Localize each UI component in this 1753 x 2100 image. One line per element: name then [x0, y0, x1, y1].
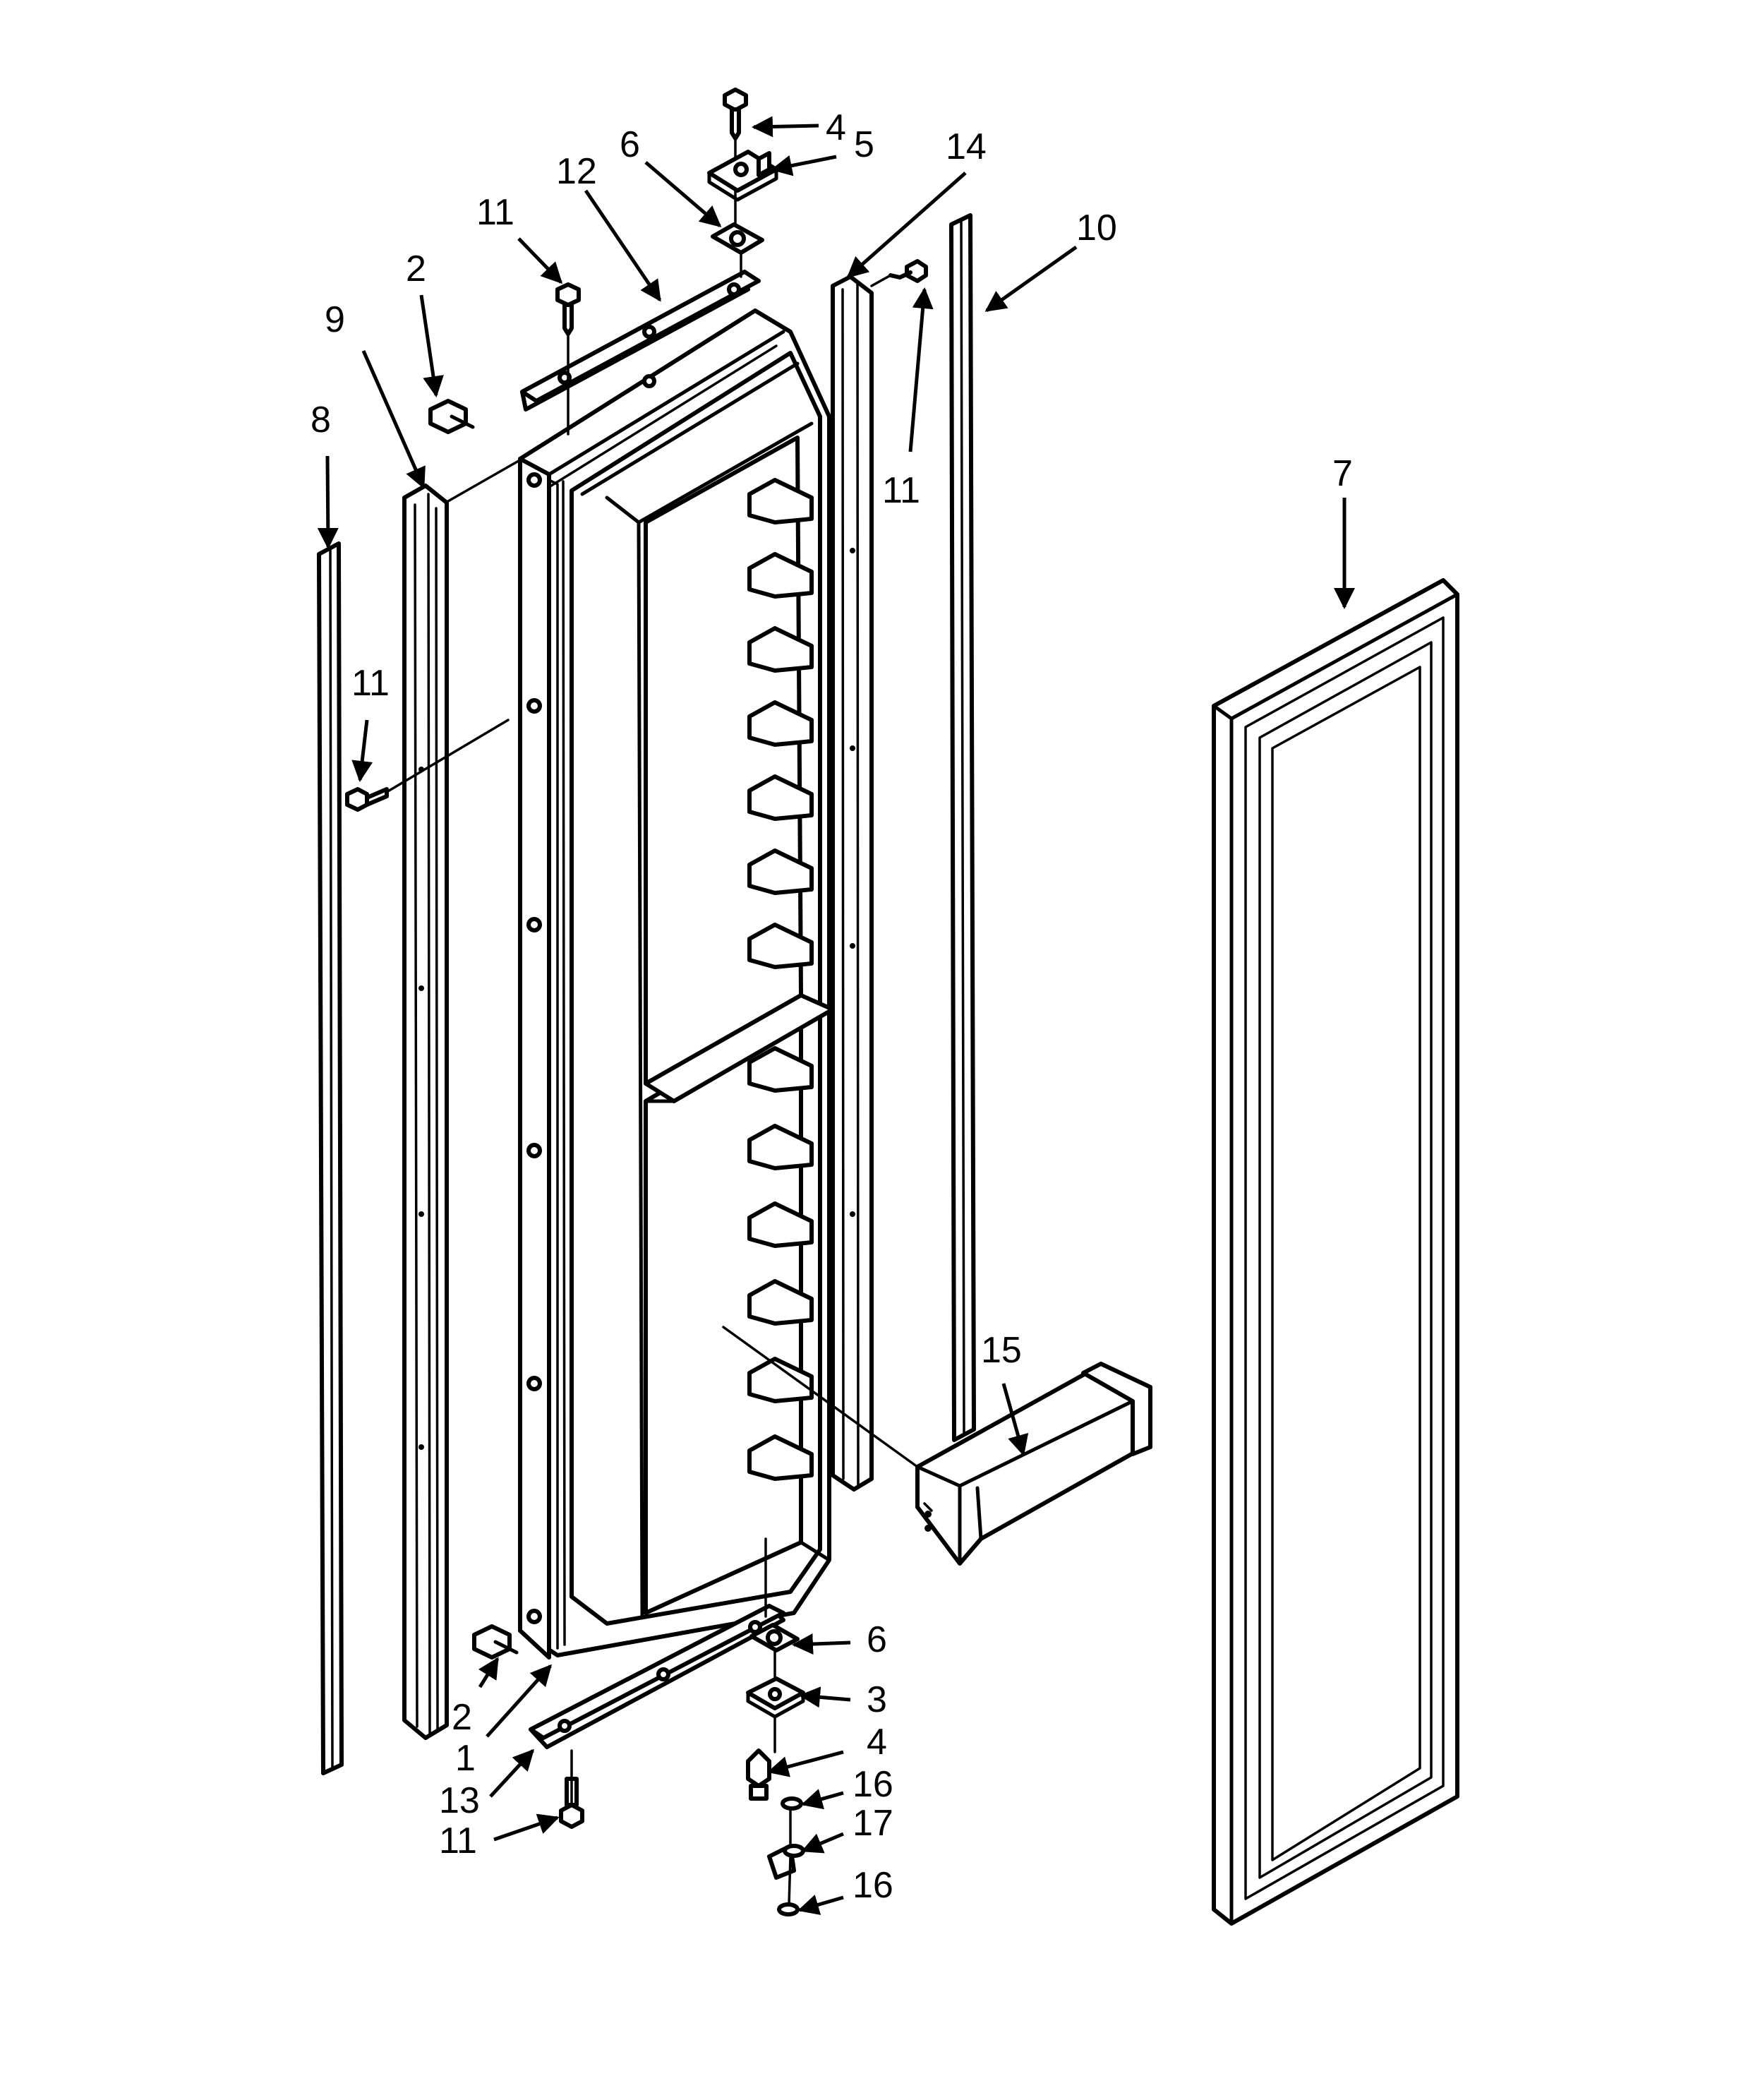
part-6-top-spacer — [711, 222, 764, 255]
callout-1: 1 — [455, 1738, 476, 1779]
callout-4-bottom: 4 — [867, 1722, 887, 1763]
part-15-door-bin — [915, 1362, 1152, 1566]
part-3-bottom-hinge — [746, 1676, 805, 1719]
part-13-bottom-bracket — [529, 1604, 785, 1749]
callout-11-right: 11 — [882, 470, 920, 511]
callout-5: 5 — [854, 124, 874, 165]
callout-8: 8 — [311, 400, 331, 440]
part-11-screw-top-left — [555, 282, 581, 336]
callout-4-top: 4 — [826, 107, 846, 148]
part-16-washer-lower — [777, 1902, 800, 1916]
callout-numbers: 4 5 6 14 10 12 11 2 9 8 11 7 11 15 6 3 4… — [311, 107, 1353, 1906]
part-4-bottom-screw — [746, 1748, 771, 1801]
callout-6-top: 6 — [620, 124, 640, 165]
part-14-channel — [831, 275, 874, 1492]
callout-12: 12 — [556, 151, 597, 192]
part-16-washer — [781, 1796, 803, 1811]
part-2-top-clip — [428, 399, 475, 434]
callout-6-bottom: 6 — [867, 1619, 887, 1660]
part-2-bottom-clip — [472, 1624, 519, 1660]
part-7-door-gasket — [1212, 578, 1459, 1926]
part-8-trim-strip — [317, 541, 344, 1775]
callout-11-bottom: 11 — [439, 1820, 477, 1861]
part-5-top-hinge — [707, 150, 778, 202]
callout-16-lower: 16 — [853, 1865, 893, 1906]
callout-leaders — [317, 116, 1355, 1915]
part-17-door-closer — [767, 1844, 805, 1880]
alignment-lines — [385, 137, 919, 1906]
callout-16-upper: 16 — [853, 1764, 893, 1805]
callout-9: 9 — [325, 299, 345, 340]
shelf-supports — [747, 478, 814, 1481]
callout-3: 3 — [867, 1679, 887, 1720]
part-11-screw-left — [345, 787, 389, 812]
callout-7: 7 — [1332, 453, 1353, 494]
callout-2-bottom: 2 — [452, 1697, 472, 1738]
part-1-door-liner — [518, 308, 835, 1660]
part-10-trim-strip — [949, 213, 976, 1442]
part-12-top-bracket — [520, 270, 761, 412]
part-11-screw-right — [888, 259, 928, 283]
callout-13: 13 — [439, 1780, 480, 1821]
callout-10: 10 — [1076, 208, 1117, 248]
callout-2-top: 2 — [406, 248, 426, 289]
callout-14: 14 — [946, 126, 987, 167]
part-9-channel — [402, 484, 449, 1740]
callout-17: 17 — [853, 1803, 893, 1844]
callout-15: 15 — [981, 1330, 1022, 1371]
callout-11-left: 11 — [351, 663, 390, 704]
part-4-top-screw — [723, 88, 748, 140]
callout-11-top-left: 11 — [476, 192, 514, 233]
